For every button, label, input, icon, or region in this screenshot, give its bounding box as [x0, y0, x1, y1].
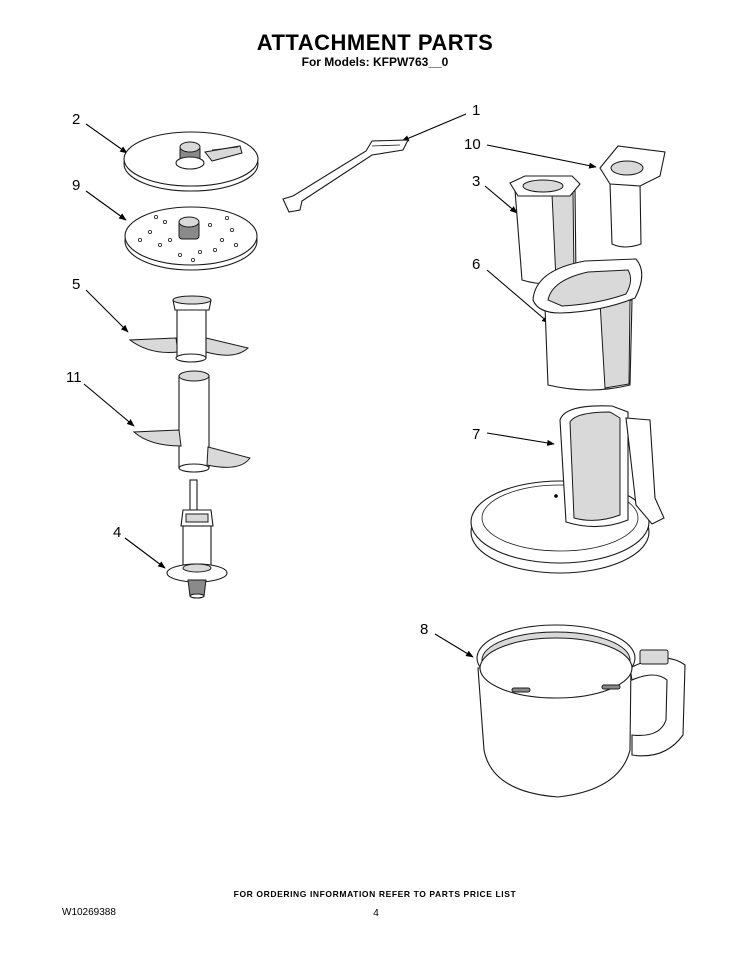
callout-7: 7	[472, 426, 480, 443]
shredding-disc	[124, 206, 258, 271]
callout-11: 11	[66, 369, 82, 386]
slicing-disc	[123, 131, 259, 192]
drive-adapter	[166, 479, 228, 599]
page-subtitle: For Models: KFPW763__0	[301, 55, 449, 69]
callout-3: 3	[472, 173, 480, 190]
work-bowl	[476, 624, 686, 798]
leader-lines	[83, 113, 597, 658]
page-title: ATTACHMENT PARTS	[256, 30, 494, 55]
callout-6: 6	[472, 256, 480, 273]
feed-tube-insert	[532, 258, 643, 391]
callout-8: 8	[420, 621, 428, 638]
work-bowl-lid	[470, 405, 665, 574]
document-number: W10269388	[62, 907, 116, 918]
callout-5: 5	[72, 276, 80, 293]
ordering-info-note: FOR ORDERING INFORMATION REFER TO PARTS …	[233, 889, 517, 899]
callout-9: 9	[72, 177, 80, 194]
callout-2: 2	[72, 111, 80, 128]
small-food-pusher	[599, 145, 666, 248]
multipurpose-blade	[132, 370, 251, 473]
page-number: 4	[373, 908, 379, 919]
stem-ejector	[282, 139, 409, 213]
mini-blade	[128, 295, 250, 363]
callout-4: 4	[113, 524, 121, 541]
medium-food-pusher	[509, 175, 581, 285]
callout-10: 10	[464, 136, 481, 153]
callout-1: 1	[472, 102, 480, 119]
